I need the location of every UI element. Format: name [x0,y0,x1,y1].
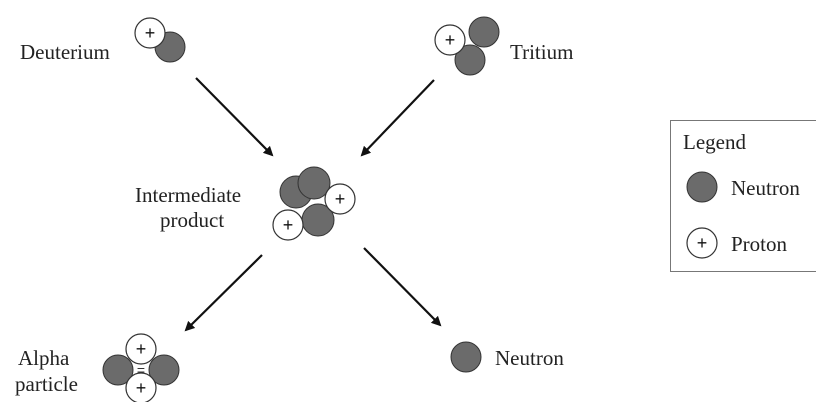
proton-particle: + [434,24,466,56]
svg-text:+: + [136,339,147,359]
arrow-deuterium-to-intermediate [195,77,274,157]
legend-box [670,120,816,272]
arrow-intermediate-to-neutron [363,247,442,327]
arrow-tritium-to-intermediate [360,79,435,157]
neutron-particle [454,44,486,76]
proton-particle: + [324,183,356,215]
svg-text:+: + [445,30,456,50]
neutron-particle [297,166,331,200]
neutron-particle [102,354,134,386]
intermediate-nucleus: + + [272,166,356,241]
proton-particle: + [272,209,304,241]
svg-text:+: + [335,189,346,209]
label-neutron-output: Neutron [495,346,564,370]
svg-text:+: + [697,233,708,253]
label-deuterium: Deuterium [20,40,110,64]
neutron-particle [468,16,500,48]
legend-proton-label: Proton [731,232,788,256]
neutron-particle [148,354,180,386]
alpha-center-sign: = [137,362,145,378]
label-alpha-line1: Alpha [18,346,70,370]
label-alpha-line2: particle [15,372,78,396]
label-intermediate-line2: product [160,208,225,232]
deuterium-nucleus: + [134,17,186,63]
svg-text:+: + [283,215,294,235]
svg-text:+: + [145,23,156,43]
proton-particle: + [125,333,157,365]
output-neutron-particle [450,341,482,373]
arrow-intermediate-to-alpha [184,254,263,332]
alpha-nucleus: + + = [102,333,180,404]
legend-title: Legend [683,130,746,154]
legend-proton-icon: + [686,227,718,259]
label-tritium: Tritium [510,40,574,64]
svg-text:+: + [136,378,147,398]
label-intermediate-line1: Intermediate [135,183,242,207]
legend-neutron-icon [686,171,718,203]
tritium-nucleus: + [434,16,500,76]
proton-particle: + [134,17,166,49]
legend-neutron-label: Neutron [731,176,800,200]
